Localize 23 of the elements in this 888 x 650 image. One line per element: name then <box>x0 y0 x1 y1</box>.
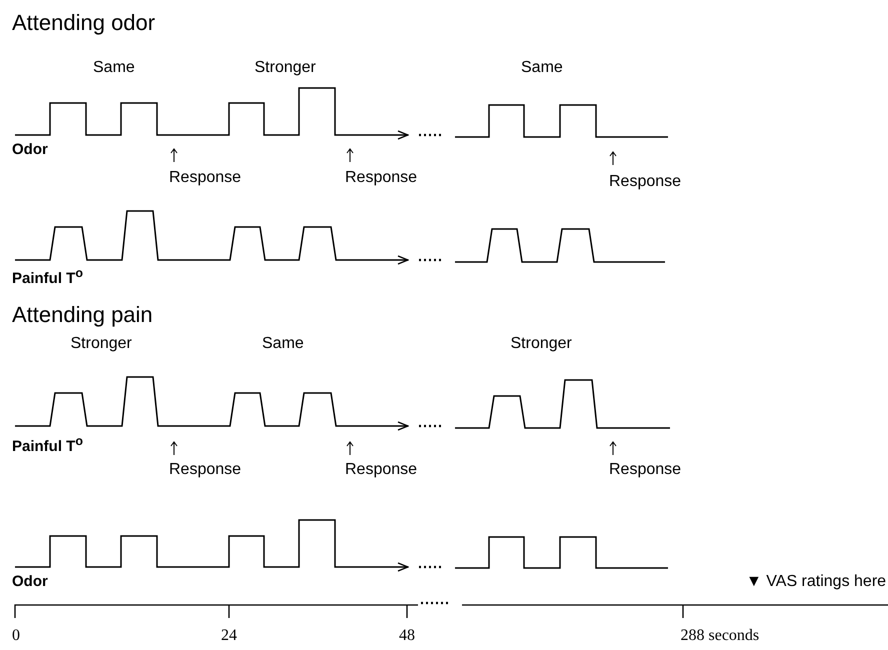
comparison-label: Same <box>262 334 304 353</box>
response-label: Response <box>169 168 242 187</box>
response-label: Response <box>345 460 418 479</box>
comparison-label: Same <box>93 58 135 77</box>
section-heading: Attending odor <box>12 10 156 36</box>
comparison-label: Stronger <box>510 334 572 353</box>
response-label: Response <box>345 168 418 187</box>
channel-label: Odor <box>12 572 48 591</box>
tick-label: 24 <box>221 626 237 645</box>
response-label: Response <box>609 460 682 479</box>
channel-label: Odor <box>12 140 48 159</box>
tick-label: 288 seconds <box>680 626 760 645</box>
response-label: Response <box>609 172 682 191</box>
comparison-label: Stronger <box>254 58 316 77</box>
channel-label: Painful T$^{o}$ <box>12 265 83 288</box>
channel-label: Painful T$^{o}$ <box>12 433 83 456</box>
response-label: Response <box>169 460 242 479</box>
rating-note: ▼ VAS ratings here <box>746 572 886 591</box>
tick-label: 48 <box>399 626 415 645</box>
section-heading: Attending pain <box>12 302 153 328</box>
comparison-label: Same <box>521 58 563 77</box>
comparison-label: Stronger <box>70 334 132 353</box>
tick-label: 0 <box>12 626 20 645</box>
